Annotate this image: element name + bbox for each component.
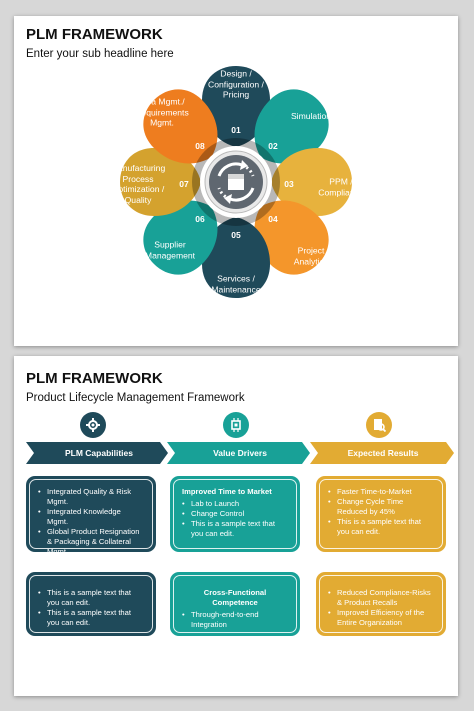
column-header-value-drivers[interactable]: Value Drivers (213, 448, 267, 458)
slide-subtitle: Enter your sub headline here (26, 48, 174, 60)
petal-label-04: Project Analytics (293, 245, 329, 267)
list-item: Reduced Compliance-Risks & Product Recal… (328, 588, 434, 608)
petal-number-06: 06 (195, 214, 205, 224)
petal-number-08: 08 (195, 141, 205, 151)
list-item: This is a sample text that you can edit. (38, 588, 144, 608)
slide-plm-table[interactable]: PLM FRAMEWORK Product Lifecycle Manageme… (14, 356, 458, 696)
column-header-bar (26, 442, 454, 464)
petal-label-06: Supplier Management (144, 239, 196, 261)
slide-title: PLM FRAMEWORK (26, 370, 163, 387)
list-item: Through-end-to-end Integration (182, 610, 288, 630)
petal-number-05: 05 (231, 230, 241, 240)
petal-label-05: Services / Maintenance (211, 273, 261, 295)
list-item: Change Cycle Time Reduced by 45% (328, 497, 434, 517)
column-header-plm-capabilities[interactable]: PLM Capabilities (64, 448, 133, 458)
card-heading: Improved Time to Market (182, 487, 272, 496)
flower-diagram (120, 66, 352, 298)
list-item: Faster Time-to-Market (328, 487, 434, 497)
gear-icon (80, 412, 106, 438)
card-plm-capabilities-2[interactable]: This is a sample text that you can edit.… (26, 572, 156, 636)
chip-icon (223, 412, 249, 438)
list-item: This is a sample text that you can edit. (328, 517, 434, 537)
card-heading: Cross-Functional Competence (203, 588, 267, 607)
column-header-expected-results[interactable]: Expected Results (347, 448, 419, 458)
card-value-drivers-1[interactable]: Improved Time to Market Lab to Launch Ch… (170, 476, 300, 552)
petal-number-01: 01 (231, 125, 241, 135)
slide-plm-flower[interactable]: PLM FRAMEWORK Enter your sub headline he… (14, 16, 458, 346)
petal-label-01: Design / Configuration / Pricing (208, 68, 264, 100)
petal-number-07: 07 (179, 179, 189, 189)
slide-subtitle: Product Lifecycle Management Framework (26, 392, 245, 404)
list-item: This is a sample text that you can edit. (182, 519, 288, 539)
list-item: Integrated Knowledge Mgmt. (38, 507, 144, 527)
list-item: Global Product Resignation & Packaging &… (38, 527, 144, 557)
list-item: Change Control (182, 509, 288, 519)
card-plm-capabilities-1[interactable]: Integrated Quality & Risk Mgmt. Integrat… (26, 476, 156, 556)
petal-label-07: Manufacturing Process Optimization / Qua… (110, 163, 166, 205)
list-item: Integrated Quality & Risk Mgmt. (38, 487, 144, 507)
list-item: Improved Efficiency of the Entire Organi… (328, 608, 434, 628)
petal-label-03: PPM / Compliance (318, 176, 364, 198)
document-search-icon (366, 412, 392, 438)
petal-number-02: 02 (268, 141, 278, 151)
petal-label-08: Idea Mgmt./ Requirements Mgmt. (135, 96, 189, 128)
petal-label-02: Simulation (290, 110, 332, 121)
card-expected-results-1[interactable]: Faster Time-to-Market Change Cycle Time … (316, 476, 446, 552)
petal-number-03: 03 (284, 179, 294, 189)
card-value-drivers-2[interactable]: Cross-Functional Competence Through-end-… (170, 572, 300, 636)
list-item: This is a sample text that you can edit. (38, 608, 144, 628)
list-item: Lab to Launch (182, 499, 288, 509)
petal-number-04: 04 (268, 214, 278, 224)
card-expected-results-2[interactable]: Reduced Compliance-Risks & Product Recal… (316, 572, 446, 636)
slide-title: PLM FRAMEWORK (26, 26, 163, 43)
